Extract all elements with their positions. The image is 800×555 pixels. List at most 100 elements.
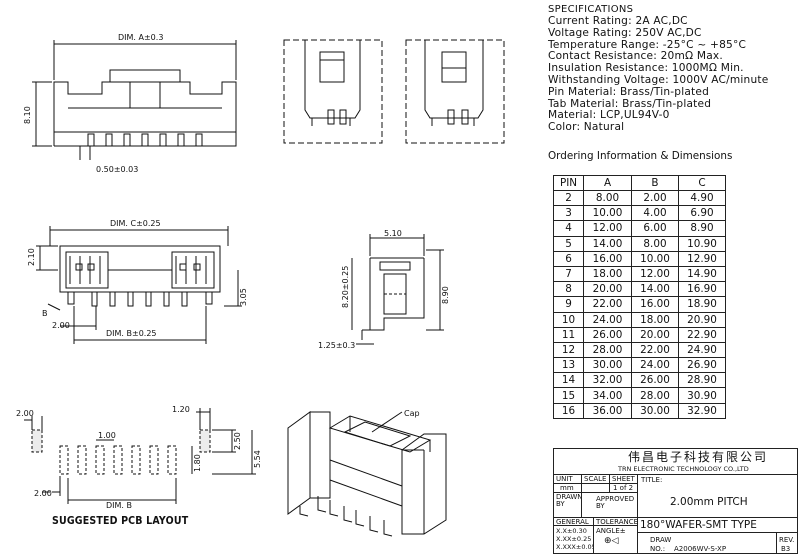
b-label: B bbox=[42, 309, 48, 318]
ordering-cell: 3 bbox=[553, 205, 584, 222]
spec-line: Voltage Rating: 250V AC,DC bbox=[548, 26, 702, 39]
spec-line: Pin Material: Brass/Tin-plated bbox=[548, 85, 710, 98]
revision-cell: REV. B3 bbox=[776, 532, 798, 554]
height-810-label: 8.10 bbox=[23, 106, 32, 124]
col-header-b: B bbox=[631, 175, 679, 191]
ordering-cell: 32.00 bbox=[583, 372, 632, 389]
ordering-cell: 20.90 bbox=[678, 311, 726, 328]
drawing-number: A2006WV-S-XP bbox=[674, 545, 727, 553]
ordering-cell: 22.90 bbox=[678, 326, 726, 343]
spec-line: Insulation Resistance: 1000MΩ Min. bbox=[548, 62, 744, 75]
ordering-cell: 14.00 bbox=[631, 281, 679, 298]
ordering-cell: 30.90 bbox=[678, 387, 726, 404]
pcb-layout bbox=[24, 408, 256, 504]
ordering-cell: 28.00 bbox=[631, 387, 679, 404]
ordering-cell: 30.00 bbox=[583, 357, 632, 374]
pcb-200-top-label: 2.00 bbox=[16, 409, 34, 418]
angle-cell: ANGLE± ⊕◁ bbox=[593, 525, 638, 554]
ordering-header-row: PIN A B C bbox=[553, 175, 726, 191]
ordering-cell: 14.00 bbox=[583, 235, 632, 252]
angle-label: ANGLE± bbox=[596, 527, 626, 535]
ordering-cell: 5 bbox=[553, 235, 584, 252]
ordering-cell: 8.90 bbox=[678, 220, 726, 237]
drawn-by-label: DRAWN BY bbox=[556, 493, 583, 508]
spec-line: Color: Natural bbox=[548, 121, 625, 134]
ordering-cell: 13 bbox=[553, 357, 584, 374]
ordering-cell: 10 bbox=[553, 311, 584, 328]
pcb-dim-b-label: DIM. B bbox=[106, 501, 132, 510]
ordering-cell: 8 bbox=[553, 281, 584, 298]
end-view bbox=[351, 234, 444, 345]
ordering-cell: 15 bbox=[553, 387, 584, 404]
ordering-cell: 10.00 bbox=[631, 250, 679, 267]
ordering-cell: 6.00 bbox=[631, 220, 679, 237]
ordering-cell: 14 bbox=[553, 372, 584, 389]
tolerance-label: TOLERANCE bbox=[596, 518, 639, 526]
no-label: NO.: bbox=[650, 545, 666, 553]
specifications-heading: SPECIFICATIONS bbox=[548, 4, 634, 15]
ordering-cell: 9 bbox=[553, 296, 584, 313]
sheet-label: SHEET bbox=[612, 475, 635, 483]
ordering-cell: 8.00 bbox=[583, 189, 632, 207]
approved-by-label: APPROVED BY bbox=[596, 495, 635, 510]
ordering-cell: 26.00 bbox=[583, 326, 632, 343]
unit-value: mm bbox=[560, 484, 574, 492]
ordering-cell: 8.00 bbox=[631, 235, 679, 252]
ordering-cell: 10.00 bbox=[583, 205, 632, 222]
dim-b-tol-label: DIM. B±0.25 bbox=[106, 329, 157, 338]
ordering-cell: 28.00 bbox=[583, 341, 632, 359]
pcb-554-label: 5.54 bbox=[253, 450, 262, 468]
width-125-label: 1.25±0.3 bbox=[318, 341, 355, 350]
ordering-cell: 10.90 bbox=[678, 235, 726, 252]
side-view-right bbox=[405, 39, 505, 144]
title-label: TITLE: bbox=[641, 476, 663, 484]
ordering-cell: 12.00 bbox=[631, 265, 679, 283]
specifications-block: SPECIFICATIONS Current Rating: 2A AC,DC … bbox=[548, 4, 798, 134]
tolerance-values-cell: X.X±0.30 X.XX±0.25 X.XXX±0.05 bbox=[553, 525, 596, 554]
company-name-cn: 伟昌电子科技有限公司 bbox=[628, 450, 769, 464]
ordering-cell: 32.90 bbox=[678, 402, 726, 419]
title-line2-cell: 180°WAFER-SMT TYPE bbox=[637, 517, 798, 533]
front-view bbox=[32, 40, 237, 160]
tolerance-3: X.XXX±0.05 bbox=[556, 543, 596, 551]
ordering-cell: 7 bbox=[553, 265, 584, 283]
width-510-label: 5.10 bbox=[384, 229, 402, 238]
cap-label: Cap bbox=[404, 409, 420, 418]
spec-line: Contact Resistance: 20mΩ Max. bbox=[548, 50, 723, 63]
ordering-cell: 20.00 bbox=[631, 326, 679, 343]
height-890-label: 8.90 bbox=[441, 286, 450, 304]
ordering-cell: 36.00 bbox=[583, 402, 632, 419]
col-header-a: A bbox=[583, 175, 632, 191]
pcb-100-label: 1.00 bbox=[98, 431, 116, 440]
draw-number-cell: DRAW NO.: A2006WV-S-XP bbox=[637, 532, 777, 554]
spec-line: Withstanding Voltage: 1000V AC/minute bbox=[548, 73, 769, 86]
ordering-cell: 22.00 bbox=[583, 296, 632, 313]
ordering-cell: 2 bbox=[553, 189, 584, 207]
side-view-left bbox=[283, 39, 383, 144]
rev-value: B3 bbox=[781, 545, 791, 553]
pcb-250-label: 2.50 bbox=[233, 432, 242, 450]
tolerance-1: X.X±0.30 bbox=[556, 527, 587, 535]
ordering-title: Ordering Information & Dimensions bbox=[548, 150, 733, 162]
spec-line: Material: LCP,UL94V-0 bbox=[548, 109, 670, 122]
title-line-1: 2.00mm PITCH bbox=[670, 496, 748, 508]
draw-label: DRAW bbox=[650, 536, 672, 544]
ordering-cell: 12.00 bbox=[583, 220, 632, 237]
top-view bbox=[36, 226, 242, 344]
ordering-cell: 16.00 bbox=[583, 250, 632, 267]
spec-line: Current Rating: 2A AC,DC bbox=[548, 15, 688, 27]
ordering-cell: 12.90 bbox=[678, 250, 726, 267]
dim-a-label: DIM. A±0.3 bbox=[118, 33, 163, 42]
pcb-120-label: 1.20 bbox=[172, 405, 190, 414]
dim-c-label: DIM. C±0.25 bbox=[110, 219, 161, 228]
ordering-cell: 30.00 bbox=[631, 402, 679, 419]
approved-by-cell: APPROVED BY bbox=[581, 492, 638, 518]
width-200-label: 2.00 bbox=[52, 321, 70, 330]
